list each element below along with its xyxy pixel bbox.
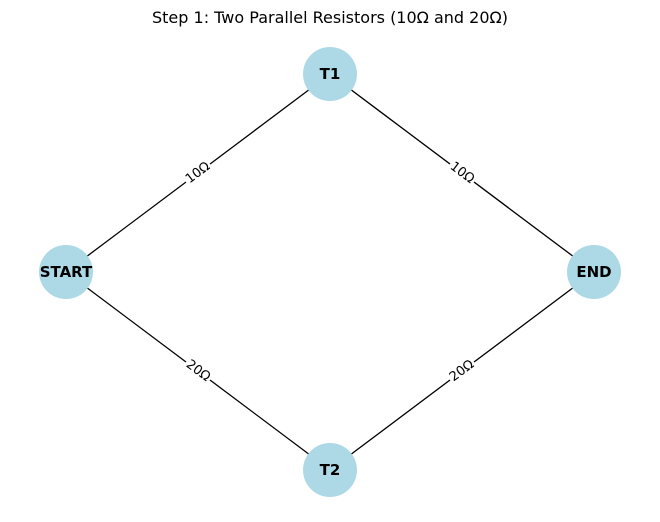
edge-label-group: 10Ω [445,157,479,189]
edge-label-group: 10Ω [181,157,215,189]
node-end [567,245,621,299]
node-t1 [303,47,357,101]
node-label-start: START [40,263,93,281]
node-t2 [303,443,357,497]
node-label-t1: T1 [320,65,341,83]
node-start [39,245,93,299]
edge-label-background [181,355,215,387]
node-label-end: END [576,263,611,281]
edge-label-background [445,355,479,387]
diagram-title: Step 1: Two Parallel Resistors (10Ω and … [152,8,508,27]
edge-label-background [181,157,215,189]
node-label-t2: T2 [320,461,341,479]
edge-label-group: 20Ω [181,355,215,387]
edge-label-background [445,157,479,189]
edge-label-group: 20Ω [445,355,479,387]
